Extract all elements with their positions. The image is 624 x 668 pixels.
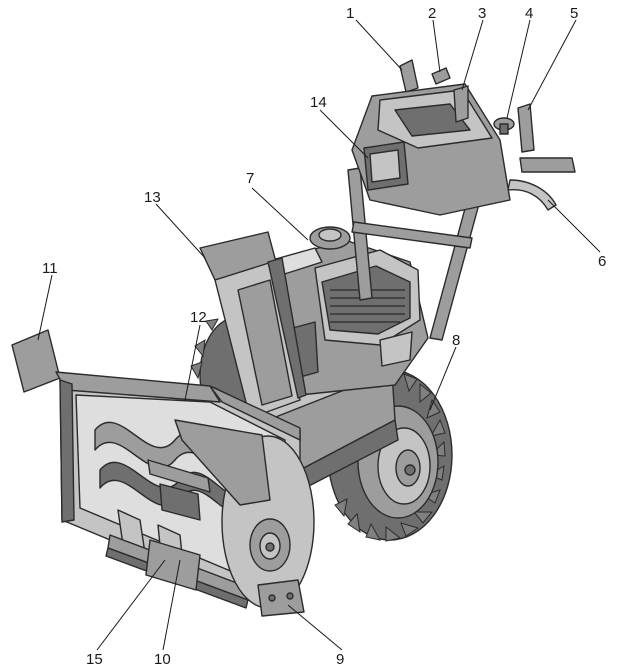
handle-assembly [347, 59, 576, 341]
control-panel [351, 67, 515, 216]
skid-shoe [257, 579, 305, 617]
callout-9: 9 [336, 651, 344, 668]
drive-control-handle [519, 157, 576, 173]
callout-10: 10 [154, 651, 171, 668]
callout-2: 2 [428, 5, 436, 22]
chute-control-stick [453, 85, 469, 123]
callout-3: 3 [478, 5, 486, 22]
callout-5: 5 [570, 5, 578, 22]
auger-shaft [147, 459, 211, 493]
chute-crank-knob [431, 67, 451, 85]
discharge-chute [199, 231, 307, 419]
callout-15: 15 [86, 651, 103, 668]
right-handle-grip [517, 103, 535, 153]
callout-labels: 1 2 3 4 5 6 7 8 9 10 11 12 13 14 15 [42, 5, 606, 668]
callout-7: 7 [246, 170, 254, 187]
engine-label-plate [379, 331, 413, 367]
callout-6: 6 [598, 253, 606, 270]
callout-11: 11 [42, 260, 58, 277]
leader-lines [37, 19, 601, 651]
callout-8: 8 [452, 332, 460, 349]
callout-14: 14 [310, 94, 327, 111]
shave-plate [145, 539, 201, 591]
callout-1: 1 [346, 5, 354, 22]
callout-13: 13 [144, 189, 161, 206]
callout-12: 12 [190, 309, 207, 326]
auger-control-lever [507, 179, 557, 211]
left-handle-grip [399, 59, 419, 93]
auger-gearbox [159, 483, 201, 521]
impeller-housing [174, 419, 271, 506]
callout-4: 4 [525, 5, 533, 22]
drift-cutter [11, 329, 61, 393]
